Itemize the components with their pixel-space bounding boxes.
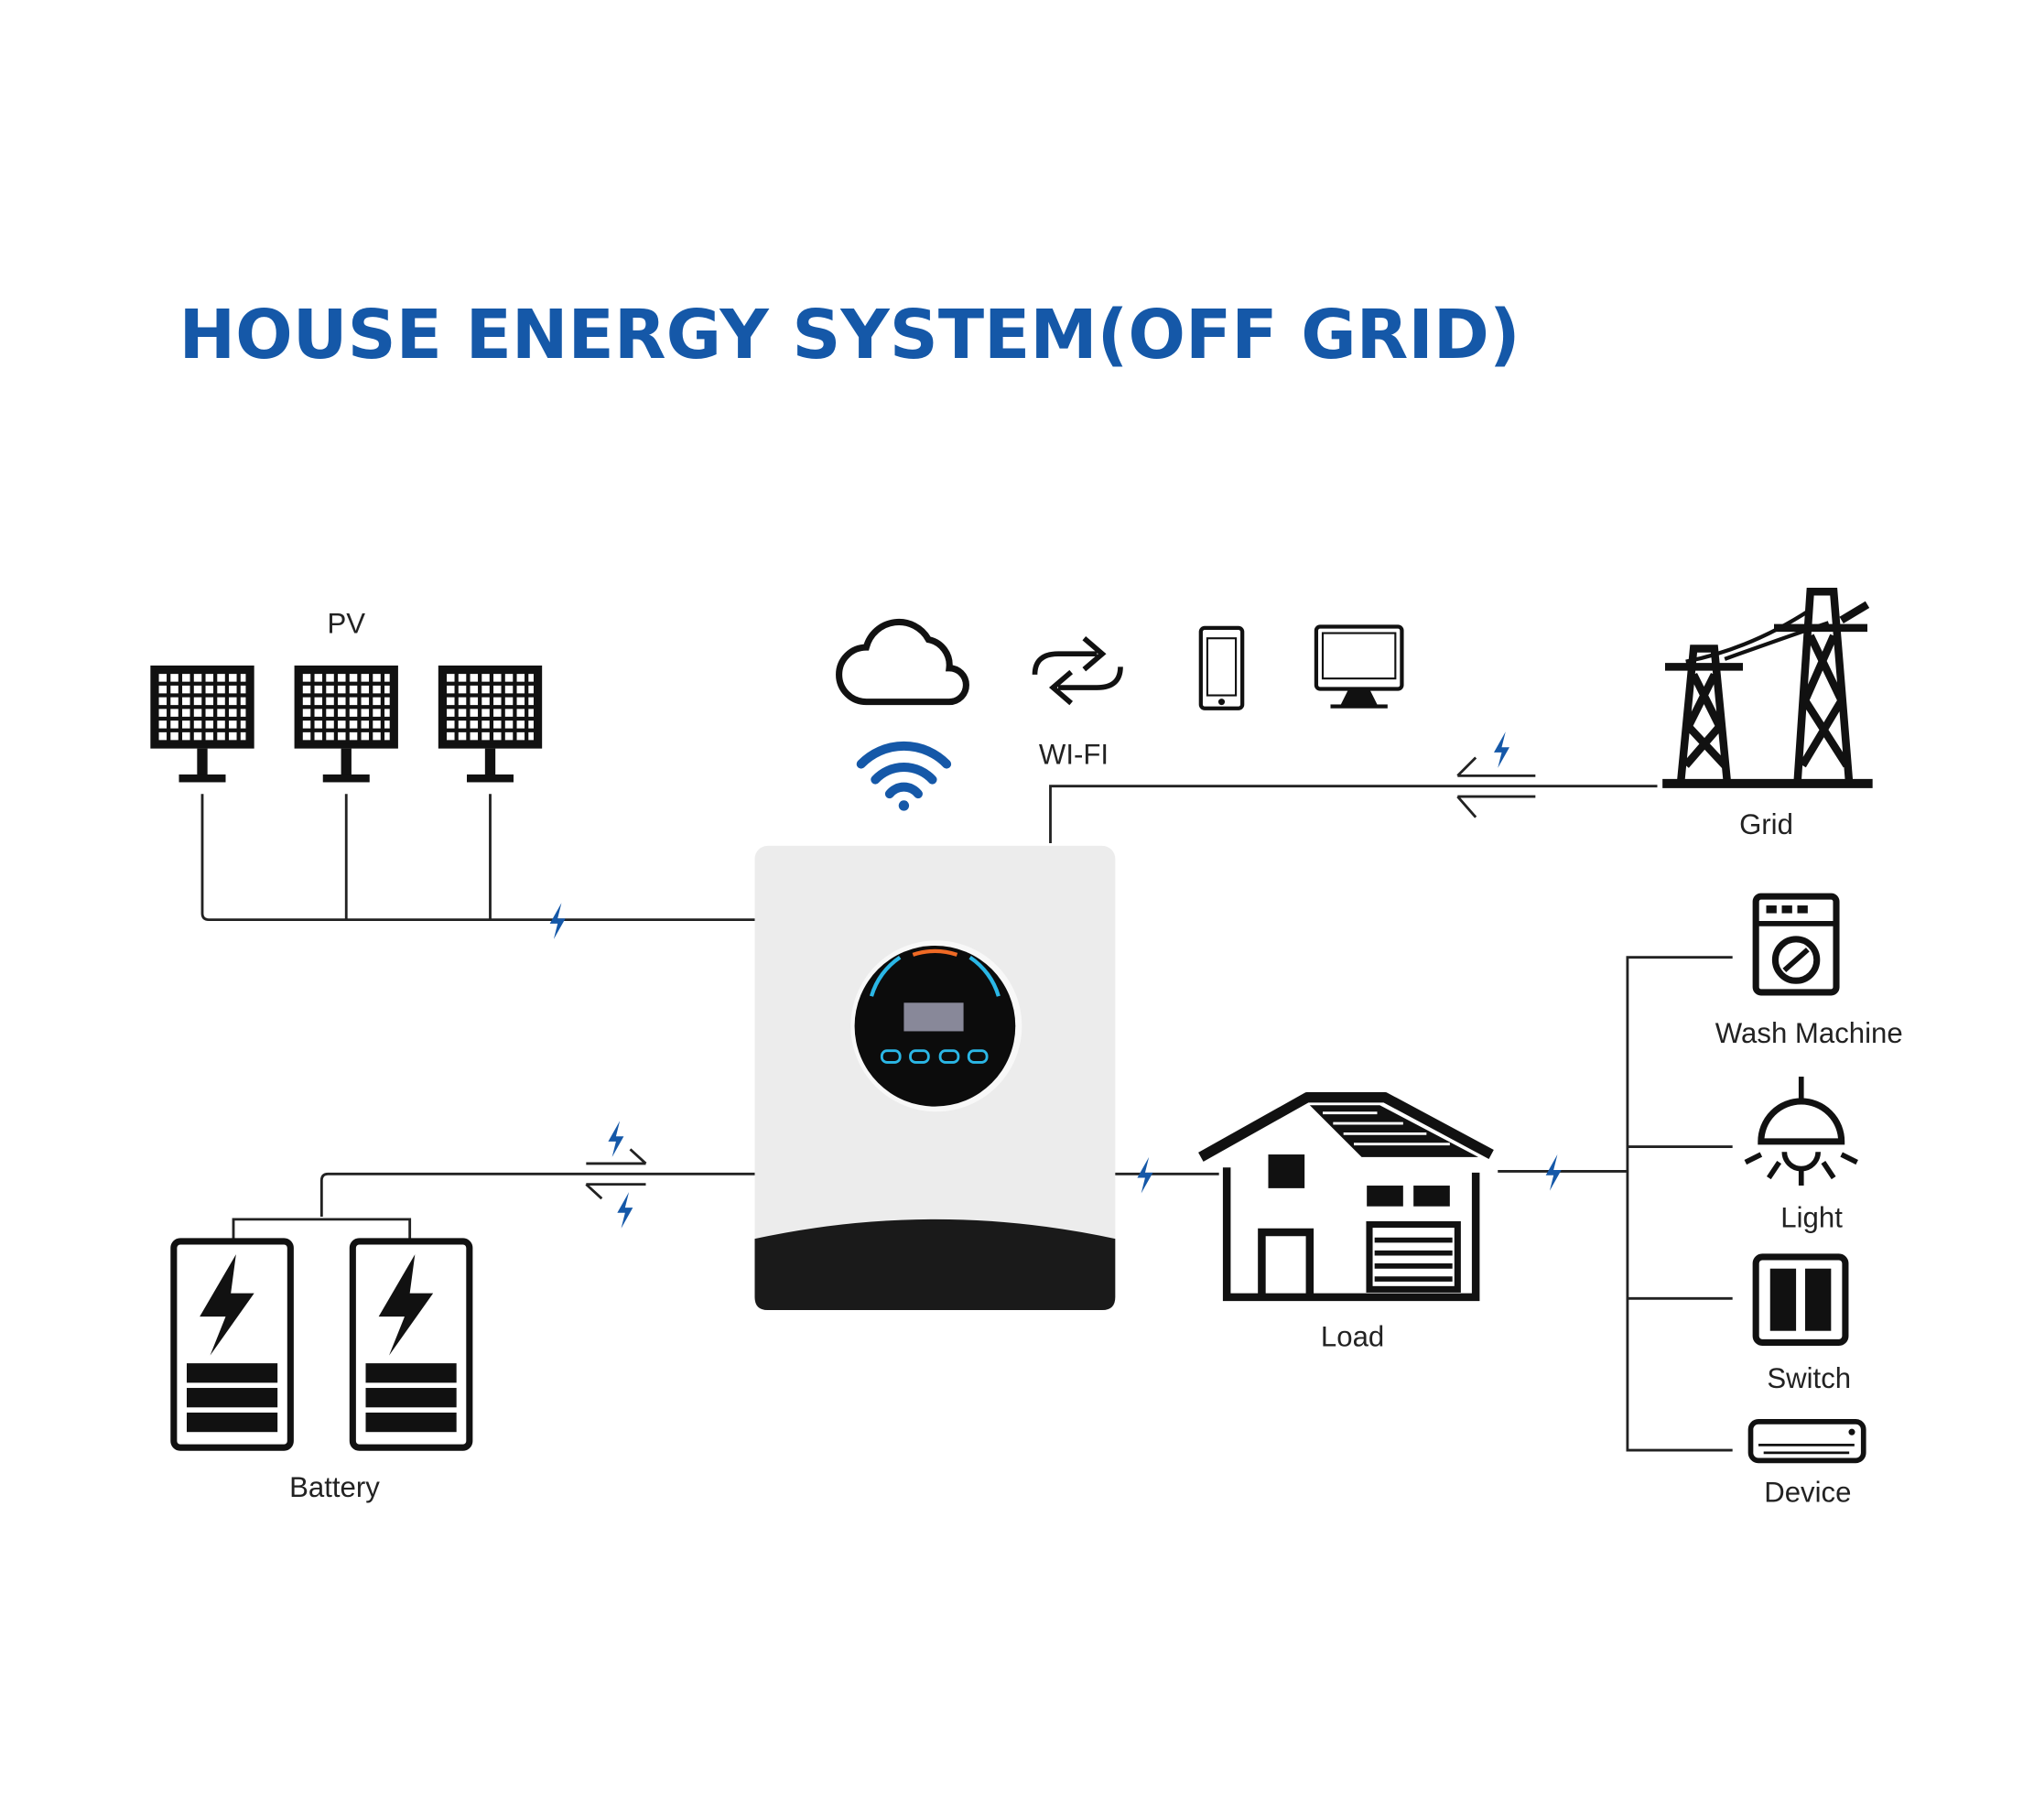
inverter-unit bbox=[754, 845, 1116, 1311]
power-tower-icon bbox=[1662, 587, 1873, 788]
sync-arrows-icon bbox=[1032, 636, 1123, 706]
monitor-icon bbox=[1314, 624, 1404, 709]
load-connection-line bbox=[1115, 1170, 1628, 1175]
solar-panel-icon bbox=[295, 666, 398, 783]
wifi-label: WI-FI bbox=[1039, 739, 1109, 771]
house-icon bbox=[1198, 1092, 1494, 1302]
solar-panel-icon bbox=[150, 666, 254, 783]
phone-icon bbox=[1198, 625, 1245, 710]
battery-connection-line bbox=[232, 1172, 755, 1240]
wash-machine-label: Wash Machine bbox=[1715, 1017, 1903, 1049]
wash-machine-icon bbox=[1752, 893, 1840, 996]
bolt-icon bbox=[608, 1121, 624, 1157]
page-title: HOUSE ENERGY SYSTEM(OFF GRID) bbox=[179, 297, 1520, 374]
solar-panel-icon bbox=[438, 666, 542, 783]
load-label: Load bbox=[1321, 1321, 1384, 1353]
bolt-icon bbox=[617, 1192, 633, 1229]
device-label: Device bbox=[1764, 1477, 1851, 1509]
bidirectional-arrows-icon bbox=[1456, 756, 1536, 818]
light-label: Light bbox=[1780, 1201, 1843, 1233]
cloud-icon bbox=[836, 618, 969, 706]
wifi-signal-icon bbox=[856, 741, 952, 811]
grid-connection-line bbox=[1049, 785, 1658, 844]
bolt-icon bbox=[1545, 1154, 1562, 1191]
grid-label: Grid bbox=[1739, 808, 1793, 840]
switch-label: Switch bbox=[1767, 1362, 1851, 1394]
bolt-icon bbox=[549, 903, 566, 939]
appliance-bus-line bbox=[1626, 956, 1733, 1452]
battery-icon bbox=[174, 1241, 291, 1447]
bolt-icon bbox=[1494, 731, 1509, 768]
battery-label: Battery bbox=[289, 1471, 380, 1503]
air-conditioner-icon bbox=[1747, 1419, 1866, 1464]
bidirectional-arrows-icon bbox=[585, 1148, 647, 1200]
switch-icon bbox=[1752, 1253, 1849, 1346]
pv-label: PV bbox=[327, 608, 365, 640]
battery-icon bbox=[352, 1241, 469, 1447]
pv-connection-line bbox=[200, 794, 755, 922]
light-bulb-icon bbox=[1744, 1077, 1858, 1186]
bolt-icon bbox=[1137, 1156, 1153, 1194]
